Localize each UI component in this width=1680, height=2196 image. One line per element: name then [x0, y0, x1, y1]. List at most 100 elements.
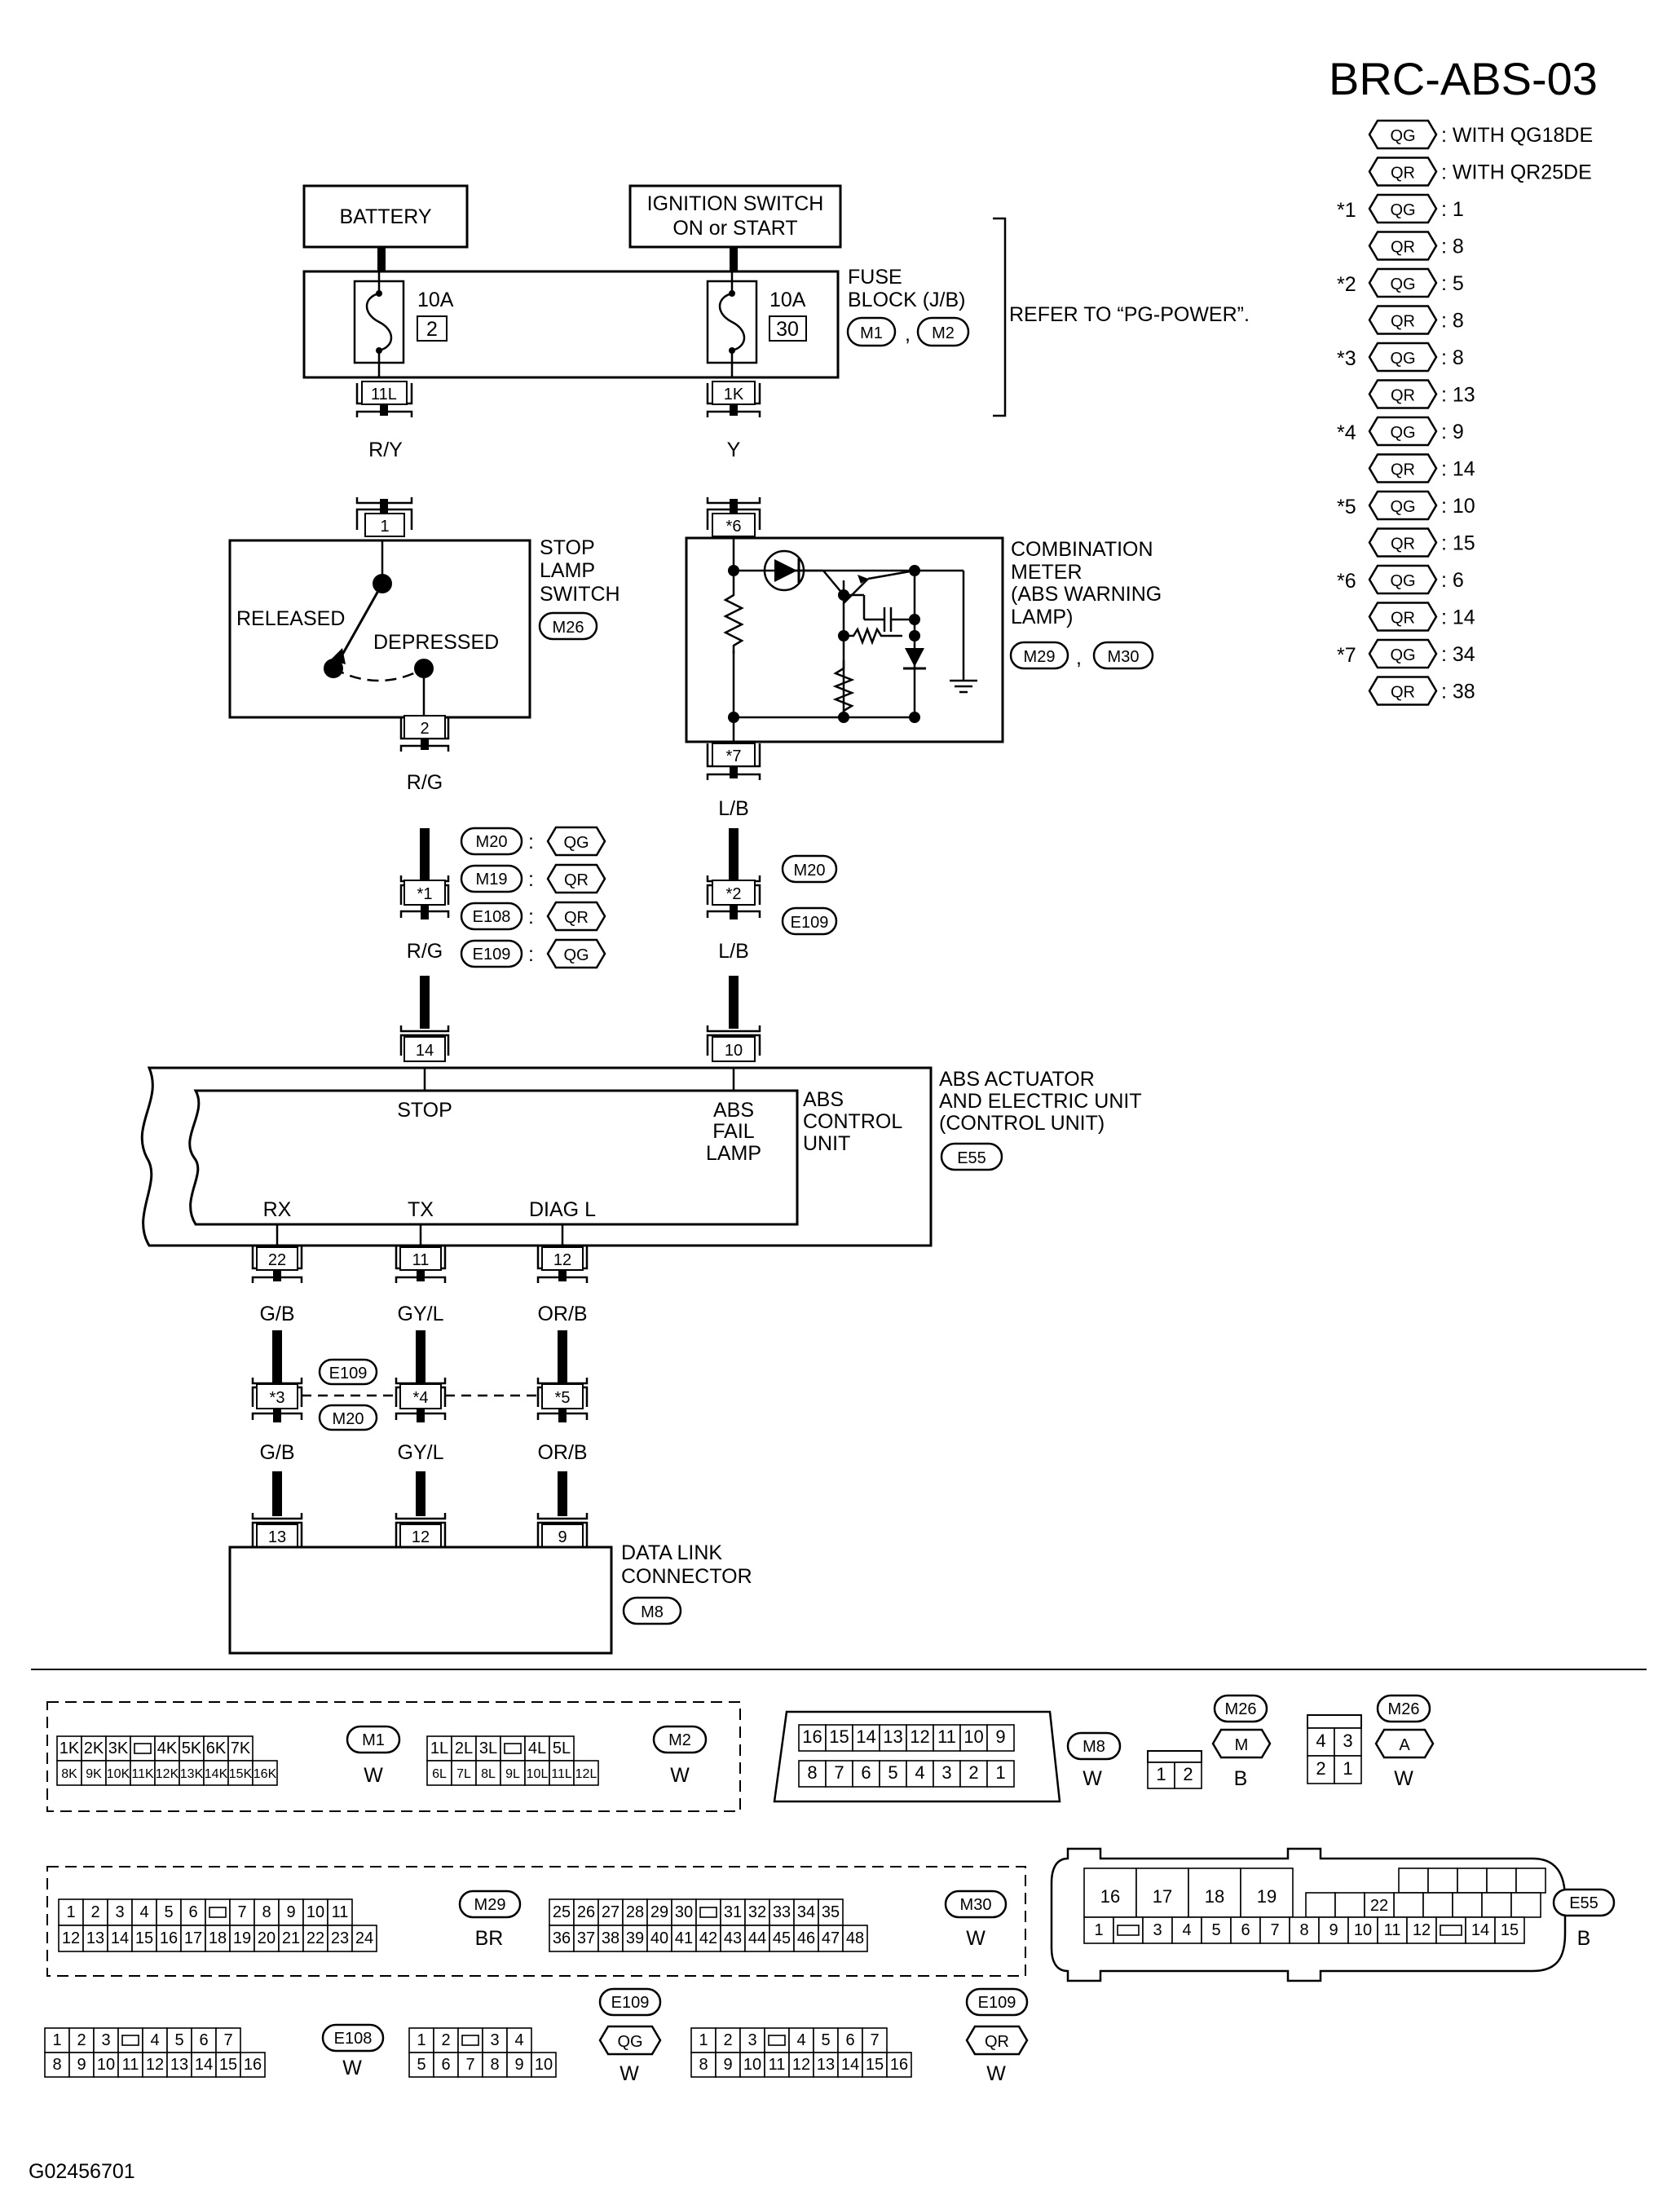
legend-tag: QG: [1390, 201, 1415, 219]
legend-text: : 34: [1441, 643, 1475, 666]
meter-circuit: [723, 538, 977, 742]
pin-label: 8L: [481, 1767, 496, 1781]
pin-label: 43: [724, 1929, 742, 1947]
conn-m26a-name-pill: [1213, 1694, 1268, 1723]
pin-cell: [720, 1898, 746, 1926]
pin-label: 2: [441, 2031, 450, 2049]
pin-cell: [879, 1724, 907, 1752]
pin-cell: [788, 2027, 814, 2053]
legend-tag: QR: [1391, 165, 1415, 183]
pin-cell: [1083, 1916, 1114, 1944]
conn-m8-name: M8: [1083, 1738, 1105, 1756]
pin-label: 4: [915, 1762, 924, 1783]
pin-label: 29: [650, 1903, 668, 1921]
fuse-block-sep: ,: [905, 323, 911, 346]
pin-label: 12K: [156, 1767, 179, 1781]
conn-e55-name: E55: [1569, 1894, 1598, 1912]
pin-label: 2: [1316, 1758, 1325, 1779]
pin-cell: [813, 2052, 839, 2078]
joint-left-conn-pill: [460, 902, 523, 931]
pin-cell: [646, 1898, 672, 1926]
pin-cell: [93, 2052, 119, 2078]
pin-cell: [506, 2052, 532, 2078]
pin-cell: [1377, 1916, 1408, 1944]
joint-right-conn-top: M20: [794, 862, 826, 880]
pin-label: 18: [1205, 1886, 1224, 1907]
pin-label: 8K: [61, 1767, 77, 1781]
pin-label: 3: [115, 1903, 124, 1921]
switch-depressed: DEPRESSED: [373, 631, 499, 654]
pin-label: 19: [1257, 1886, 1277, 1907]
pin-label: 12L: [575, 1767, 597, 1781]
pin-label: 9K: [86, 1767, 102, 1781]
switch-released: RELEASED: [236, 607, 345, 630]
legend-text: : 8: [1441, 310, 1464, 333]
pin-label: 17: [1153, 1886, 1172, 1907]
pin-label: 28: [626, 1903, 644, 1921]
pin-cell: [1334, 1727, 1362, 1757]
pin-label: 2: [77, 2031, 86, 2049]
joint-left-conn-pill: [460, 939, 523, 968]
pin-cell: [229, 1925, 255, 1952]
pin-cell: [1188, 1867, 1241, 1918]
pin-label: 5: [821, 2031, 830, 2049]
pin-cell: [156, 1898, 182, 1926]
wire-color-lb-2: L/B: [718, 940, 749, 963]
legend-tag-hex: [1368, 379, 1438, 409]
legend-tag: QR: [1391, 610, 1415, 628]
conn-m1-name-pill: [346, 1725, 401, 1754]
pin-cell: [986, 1760, 1015, 1788]
legend-text: : 9: [1441, 421, 1464, 443]
pin-label: 40: [650, 1929, 668, 1947]
pin-label: 3: [941, 1762, 951, 1783]
pin-cell: [886, 2052, 912, 2078]
joint-left-colon: :: [528, 943, 534, 966]
pin-label: 16: [802, 1726, 822, 1747]
legend-tag-hex: [1368, 676, 1438, 706]
pin-label: 9L: [505, 1767, 520, 1781]
pin-label: 2: [968, 1762, 978, 1783]
pin-label: 7: [1270, 1921, 1279, 1939]
legend-tag-hex: [1368, 231, 1438, 261]
legend-tag-hex: [1368, 416, 1438, 447]
joint-left-tag-hex: [546, 826, 606, 857]
conn-m26b-tag: A: [1399, 1736, 1410, 1754]
pin-cell: [825, 1724, 853, 1752]
pin-label: 41: [675, 1929, 693, 1947]
fuse-2-number: 30: [776, 318, 799, 341]
stop-lamp-label-2: LAMP: [540, 559, 595, 582]
legend-star: *7: [1337, 644, 1356, 667]
pin-cell: [302, 1925, 329, 1952]
pin-cell: [744, 1898, 770, 1926]
conn-e108-color: W: [342, 2057, 362, 2079]
pin-label: 26: [577, 1903, 595, 1921]
pin-label: 12: [910, 1726, 929, 1747]
pin-label: 1: [1343, 1758, 1352, 1779]
joint-left-colon: :: [528, 906, 534, 928]
pin-label: 6: [188, 1903, 197, 1921]
abs-stop-pin: STOP: [397, 1099, 452, 1122]
pin-label: 15: [829, 1726, 849, 1747]
fuse-1-amp: 10A: [417, 289, 454, 311]
pin-label: 4: [150, 2031, 159, 2049]
pin-cell: [764, 2052, 790, 2078]
abs-ctrl-3: UNIT: [803, 1132, 850, 1155]
pin-cell: [1113, 1916, 1144, 1944]
terminal-meter-out-label: *7: [726, 747, 742, 765]
conn-e55-shell: [1050, 1847, 1567, 1982]
conn-m1-name: M1: [362, 1731, 385, 1749]
pin-cell: [254, 1898, 280, 1926]
pin-label: 22: [306, 1929, 324, 1947]
legend-star: *4: [1337, 421, 1356, 444]
fuse-block-label-1: FUSE: [848, 266, 902, 289]
pin-label: 11: [937, 1726, 956, 1747]
pin-cell: [1135, 1867, 1189, 1918]
pin-label: 14: [856, 1726, 875, 1747]
pin-label: 10: [743, 2056, 761, 2074]
legend-star: *2: [1337, 273, 1356, 296]
pin-label: 23: [331, 1929, 349, 1947]
pin-cell: [862, 2052, 888, 2078]
terminal-stop-2-label: 2: [420, 720, 429, 738]
pin-cell: [622, 1925, 648, 1952]
pin-label: 9: [77, 2056, 86, 2074]
